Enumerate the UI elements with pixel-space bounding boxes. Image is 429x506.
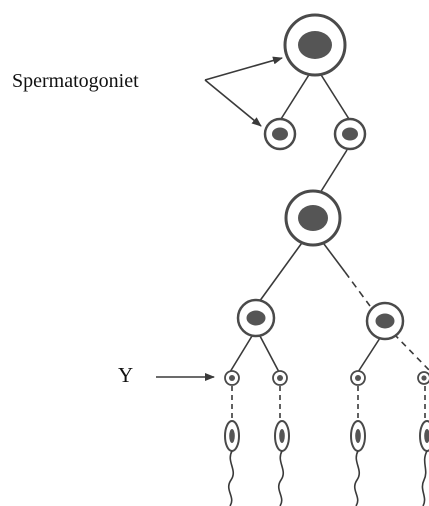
nucleus-left — [272, 127, 288, 141]
nucleus-spermatid-3 — [355, 375, 361, 381]
branch-to-mid-cell — [319, 149, 348, 194]
arrow-to-left-daughter — [204, 79, 262, 127]
spermatozoon-3 — [350, 420, 366, 506]
arrow-to-top-cell — [204, 56, 283, 81]
nucleus-top — [298, 31, 332, 59]
spermatozoon-4 — [419, 420, 429, 506]
nucleus-spermatid-4 — [421, 375, 427, 381]
branch-r-r — [393, 333, 429, 371]
branch-l-l — [229, 335, 253, 373]
nucleus-spermatid-2 — [277, 375, 283, 381]
branch-l-r — [259, 335, 280, 373]
nucleus-right — [342, 127, 358, 141]
label-spermatogonia: Spermatogoniet — [12, 70, 139, 92]
nucleus-primary — [298, 205, 328, 231]
label-y: Y — [118, 363, 134, 387]
branch-r-l — [357, 337, 381, 373]
branch-mid-right-dashed — [344, 271, 371, 307]
spermatozoon-2 — [274, 420, 290, 506]
branch-mid-left — [258, 239, 305, 303]
branch-top-left — [280, 69, 313, 120]
nucleus-secondary-right — [375, 313, 395, 329]
branch-top-right — [317, 69, 350, 120]
nucleus-secondary-left — [246, 310, 266, 326]
spermatozoon-1 — [224, 420, 240, 506]
branch-mid-right-solid — [320, 239, 346, 273]
nucleus-spermatid-1 — [229, 375, 235, 381]
